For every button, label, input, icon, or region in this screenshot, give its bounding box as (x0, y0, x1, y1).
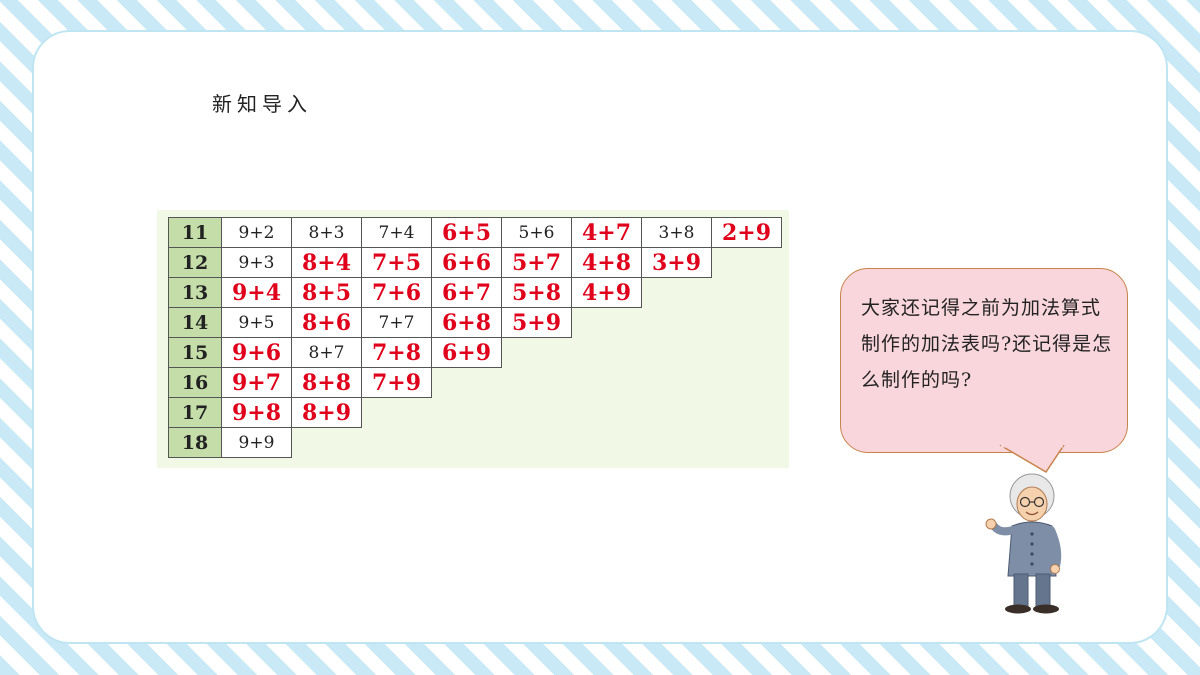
sum-cell: 16 (168, 367, 222, 398)
empty-cell (712, 398, 782, 428)
equation-cell: 4+8 (571, 247, 642, 278)
equation-cell: 9+2 (221, 217, 292, 248)
equation-cell: 5+9 (501, 307, 572, 338)
empty-cell (432, 368, 502, 398)
empty-cell (572, 398, 642, 428)
empty-cell (712, 278, 782, 308)
sum-cell: 12 (168, 247, 222, 278)
empty-cell (432, 428, 502, 458)
equation-cell: 8+8 (291, 367, 362, 398)
equation-cell: 5+8 (501, 277, 572, 308)
empty-cell (642, 308, 712, 338)
sum-cell: 17 (168, 397, 222, 428)
sum-cell: 15 (168, 337, 222, 368)
empty-cell (432, 398, 502, 428)
equation-cell: 6+8 (431, 307, 502, 338)
equation-cell: 9+3 (221, 247, 292, 278)
empty-cell (712, 308, 782, 338)
equation-cell: 5+7 (501, 247, 572, 278)
sum-cell: 13 (168, 277, 222, 308)
sum-cell: 18 (168, 427, 222, 458)
sum-cell: 11 (168, 217, 222, 248)
empty-cell (642, 278, 712, 308)
equation-cell: 8+5 (291, 277, 362, 308)
equation-cell: 3+8 (641, 217, 712, 248)
equation-cell: 7+7 (361, 307, 432, 338)
equation-cell: 3+9 (641, 247, 712, 278)
empty-cell (502, 368, 572, 398)
equation-cell: 8+9 (291, 397, 362, 428)
empty-cell (572, 338, 642, 368)
speech-bubble-text: 大家还记得之前为加法算式制作的加法表吗?还记得是怎么制作的吗? (861, 297, 1113, 391)
equation-cell: 7+9 (361, 367, 432, 398)
equation-cell: 8+3 (291, 217, 362, 248)
empty-cell (292, 428, 362, 458)
sum-cell: 14 (168, 307, 222, 338)
empty-cell (642, 428, 712, 458)
equation-cell: 7+6 (361, 277, 432, 308)
equation-cell: 6+9 (431, 337, 502, 368)
empty-cell (502, 428, 572, 458)
empty-cell (642, 398, 712, 428)
equation-cell: 9+7 (221, 367, 292, 398)
speech-bubble-tail (999, 445, 1065, 474)
equation-cell: 9+5 (221, 307, 292, 338)
equation-cell: 8+6 (291, 307, 362, 338)
equation-cell: 8+7 (291, 337, 362, 368)
equation-cell: 2+9 (711, 217, 782, 248)
empty-cell (362, 398, 432, 428)
empty-cell (572, 428, 642, 458)
empty-cell (362, 428, 432, 458)
equation-cell: 8+4 (291, 247, 362, 278)
equation-cell: 6+7 (431, 277, 502, 308)
equation-cell: 7+8 (361, 337, 432, 368)
empty-cell (712, 338, 782, 368)
equation-cell: 9+4 (221, 277, 292, 308)
empty-cell (712, 368, 782, 398)
equation-cell: 5+6 (501, 217, 572, 248)
equation-cell: 7+5 (361, 247, 432, 278)
equation-cell: 7+4 (361, 217, 432, 248)
equation-cell: 6+6 (431, 247, 502, 278)
speech-bubble (840, 268, 1128, 453)
equation-cell: 4+9 (571, 277, 642, 308)
empty-cell (502, 338, 572, 368)
empty-cell (502, 398, 572, 428)
page-title: 新知导入 (212, 92, 312, 116)
empty-cell (712, 248, 782, 278)
equation-cell: 4+7 (571, 217, 642, 248)
equation-cell: 9+8 (221, 397, 292, 428)
empty-cell (642, 338, 712, 368)
empty-cell (572, 368, 642, 398)
empty-cell (572, 308, 642, 338)
teacher-illustration (985, 473, 1062, 614)
empty-cell (712, 428, 782, 458)
equation-cell: 9+9 (221, 427, 292, 458)
equation-cell: 9+6 (221, 337, 292, 368)
empty-cell (642, 368, 712, 398)
equation-cell: 6+5 (431, 217, 502, 248)
